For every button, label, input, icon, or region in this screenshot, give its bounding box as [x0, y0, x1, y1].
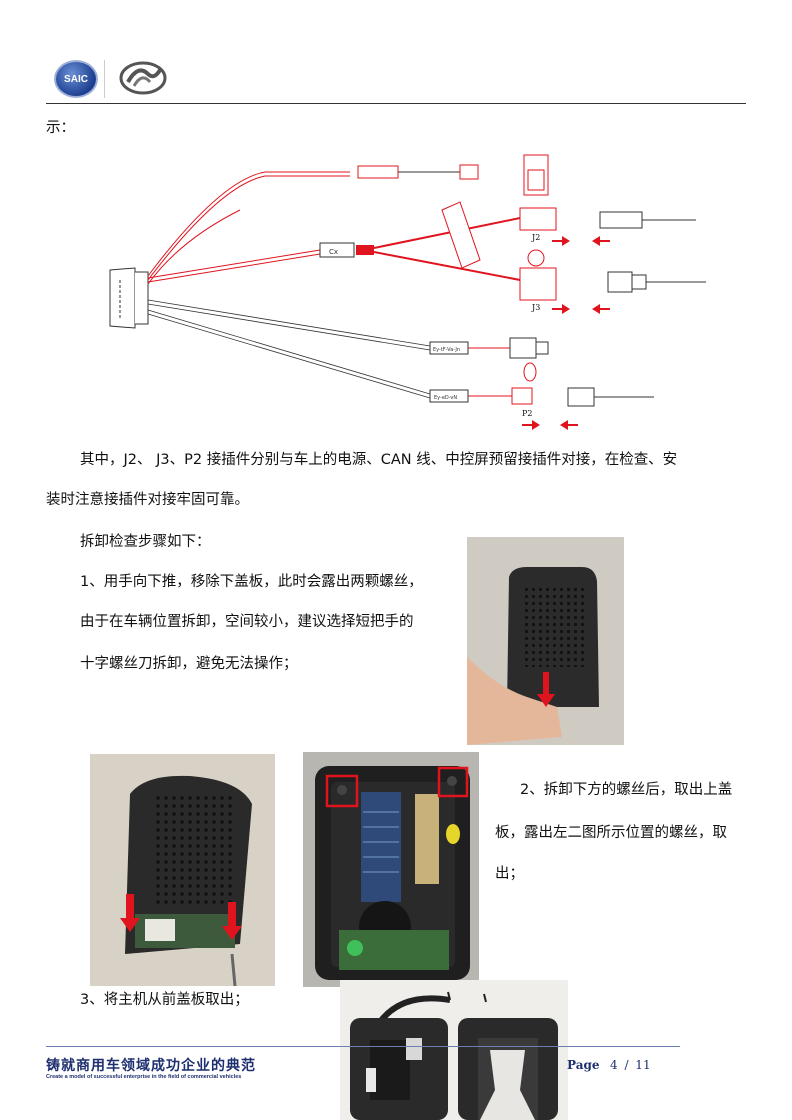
step1-line2: 由于在车辆位置拆卸，空间较小，建议选择短把手的	[80, 614, 414, 630]
photo-upper-screws	[303, 752, 479, 987]
tag2-label: Ey-tF-Va-Jn	[433, 347, 460, 353]
photo-remove-lower-cover	[467, 537, 624, 745]
page-number: 4 / 11	[610, 1058, 651, 1072]
intro-text: 示：	[46, 120, 75, 136]
photo-main-unit-removed	[340, 980, 568, 1120]
brand-logo-icon	[119, 61, 167, 95]
footer-slogan-cn: 铸就商用车领域成功企业的典范	[46, 1058, 256, 1074]
step1-line1: 1、用手向下推，移除下盖板，此时会露出两颗螺丝，	[80, 574, 423, 590]
saic-logo: SAIC	[54, 60, 98, 98]
step2-line2: 板，露出左二图所示位置的螺丝，取	[495, 825, 727, 841]
footer-rule	[46, 1046, 680, 1047]
photo-lower-screws	[90, 754, 275, 986]
steps-intro: 拆卸检查步骤如下：	[80, 534, 211, 550]
page-label: Page	[567, 1058, 600, 1072]
step2-line1: 2、拆卸下方的螺丝后，取出上盖	[520, 782, 733, 798]
paragraph-connectors-line1: 其中，J2、 J3、P2 接插件分别与车上的电源、CAN 线、中控屏预留接插件对…	[80, 452, 678, 468]
step1-line3: 十字螺丝刀拆卸，避免无法操作；	[80, 656, 298, 672]
j3-label: J3	[531, 303, 540, 312]
paragraph-connectors-line2: 装时注意接插件对接牢固可靠。	[46, 492, 249, 508]
p2-label: P2	[522, 409, 532, 418]
j2-label: J2	[531, 233, 540, 242]
direction-arrows	[522, 236, 610, 430]
step3-line1: 3、将主机从前盖板取出；	[80, 992, 249, 1008]
can-tag-label: Cx	[329, 248, 338, 256]
step2-line3: 出；	[495, 866, 524, 882]
header-rule	[46, 103, 746, 104]
wiring-harness-diagram: Cx J2 J3 Ey-tF-Va-Jn Ey-eD-vN P2	[109, 154, 706, 430]
footer-slogan-en: Create a model of successful enterprise …	[46, 1074, 242, 1080]
logo-divider	[104, 60, 105, 98]
tag3-label: Ey-eD-vN	[434, 395, 457, 401]
